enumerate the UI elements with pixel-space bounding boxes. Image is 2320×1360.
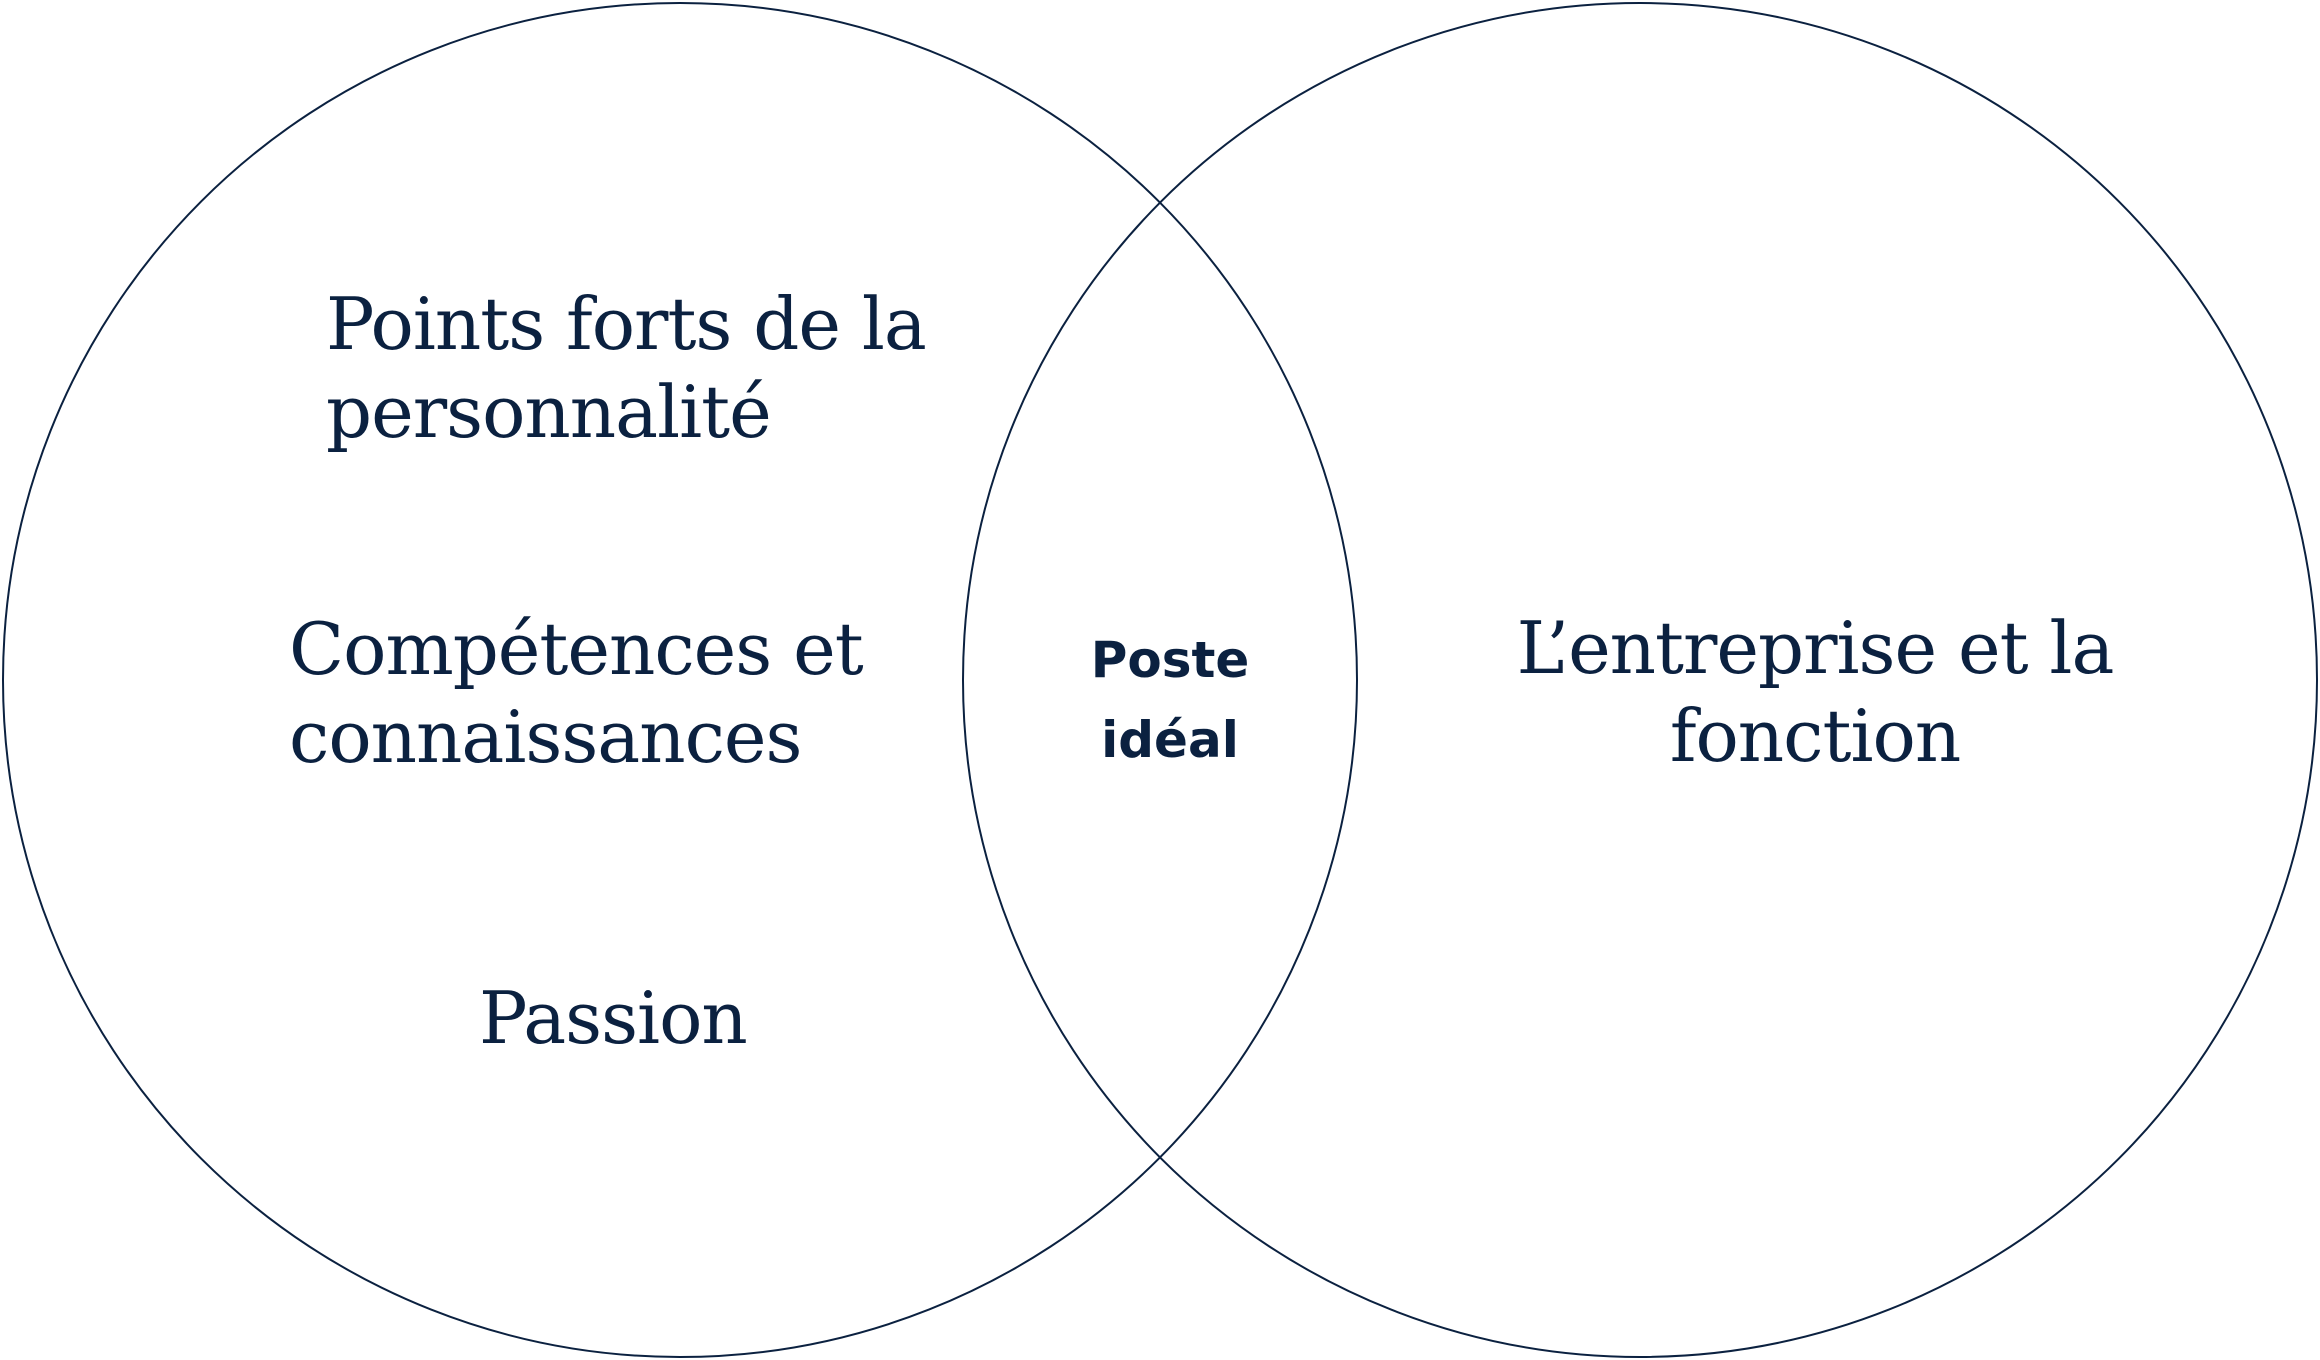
- label-line: fonction: [1669, 694, 1961, 778]
- label-line: personnalité: [326, 370, 772, 454]
- label-line: idéal: [1101, 711, 1239, 769]
- label-company-role: L’entreprise et la fonction: [1515, 604, 2115, 780]
- label-line: Points forts de la: [326, 282, 927, 366]
- label-passion: Passion: [479, 974, 748, 1062]
- left-circle: [2, 2, 1358, 1358]
- label-line: connaissances: [289, 695, 802, 779]
- label-skills-knowledge: Compétences et connaissances: [289, 605, 864, 781]
- label-personality-strengths: Points forts de la personnalité: [326, 280, 927, 456]
- label-line: L’entreprise et la: [1516, 606, 2115, 690]
- right-circle: [962, 2, 2318, 1358]
- label-line: Poste: [1090, 631, 1250, 689]
- label-line: Passion: [479, 976, 748, 1060]
- label-line: Compétences et: [289, 607, 864, 691]
- label-ideal-position: Poste idéal: [1020, 620, 1320, 780]
